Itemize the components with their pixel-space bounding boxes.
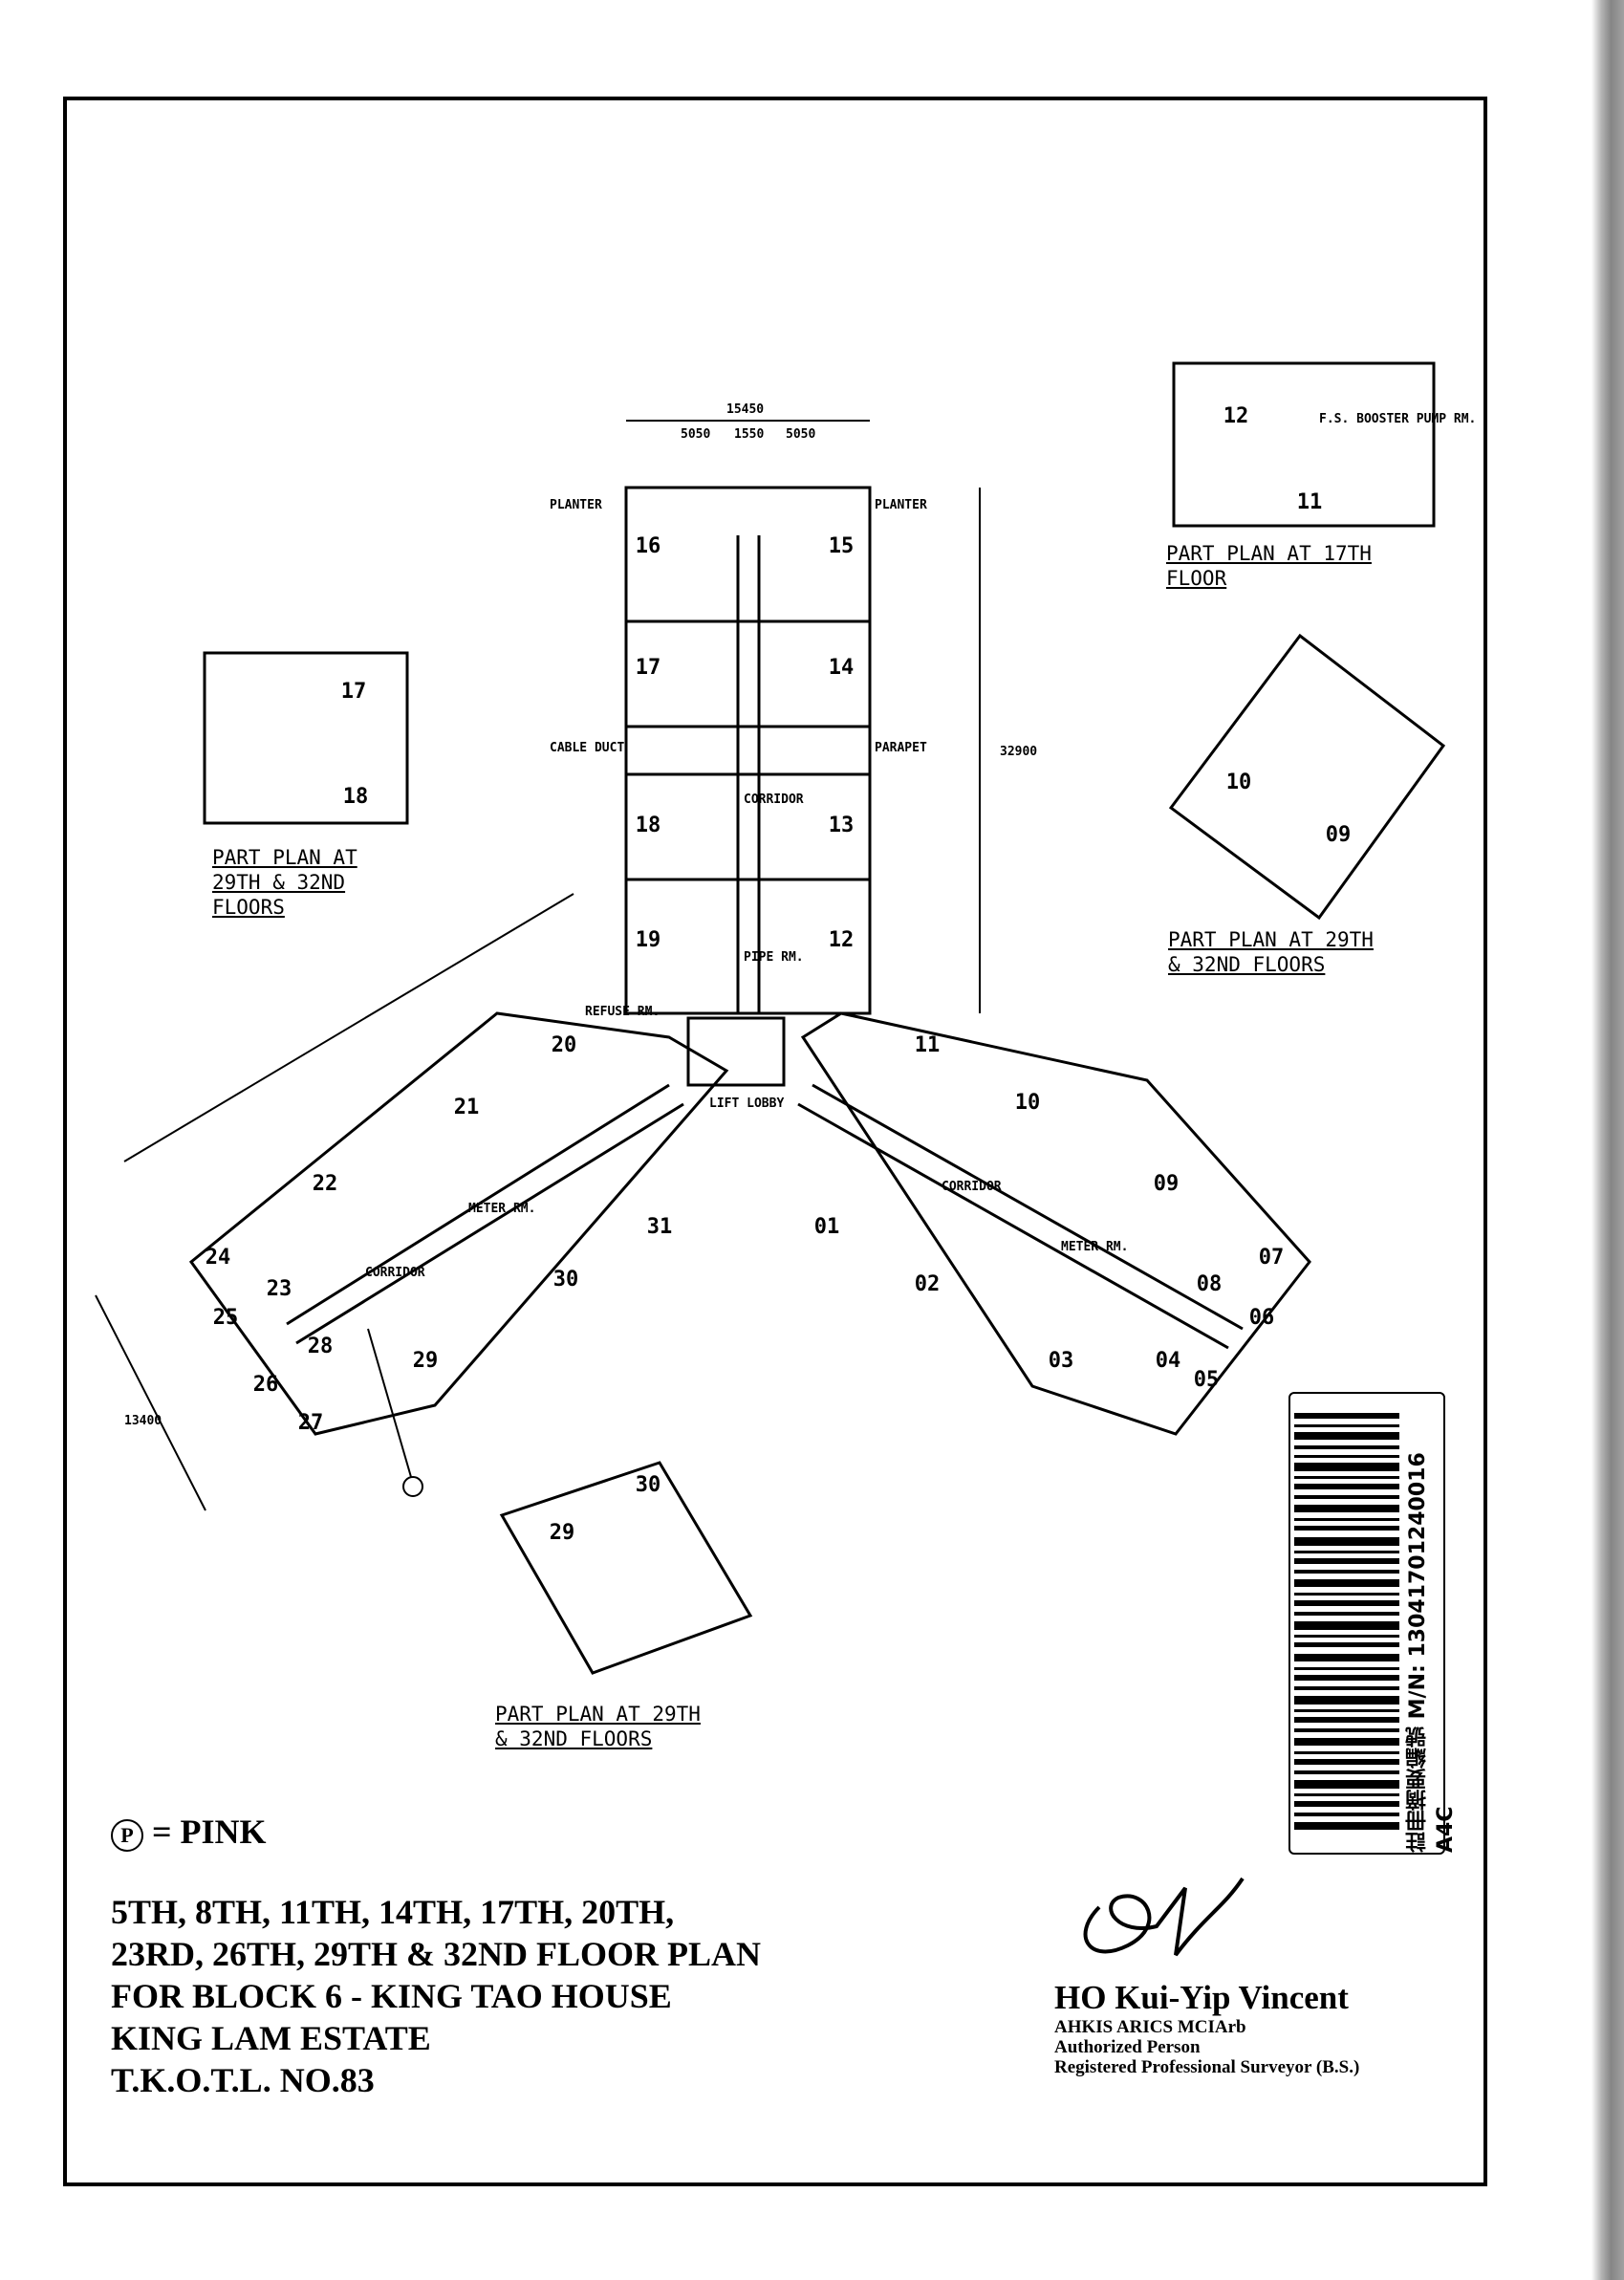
unit-28: 28	[308, 1335, 334, 1358]
legend: P = PINK	[111, 1812, 267, 1852]
unit-20: 20	[552, 1033, 577, 1057]
inset-bottom-unit-30: 30	[636, 1473, 661, 1497]
unit-19: 19	[636, 928, 661, 952]
unit-21: 21	[454, 1096, 480, 1119]
signer-role-1: Authorized Person	[1054, 2037, 1201, 2057]
caption-part29-bottom: PART PLAN AT 29TH & 32ND FLOORS	[495, 1703, 701, 1750]
inset-right-unit-09: 09	[1326, 823, 1352, 847]
unit-30: 30	[553, 1268, 579, 1292]
east-corridor	[812, 1083, 1244, 1331]
unit-27: 27	[298, 1411, 324, 1435]
dim-13400: 13400	[124, 1414, 162, 1428]
unit-05: 05	[1194, 1368, 1220, 1392]
title-line-4: KING LAM ESTATE	[111, 2019, 431, 2057]
dim-1550: 1550	[734, 427, 764, 442]
title-line-1: 5TH, 8TH, 11TH, 14TH, 17TH, 20TH,	[111, 1893, 675, 1931]
unit-15: 15	[829, 534, 855, 558]
west-corridor	[286, 1083, 670, 1326]
label-meter-rm-west: METER RM.	[468, 1202, 535, 1216]
dim-5050-left: 5050	[681, 427, 710, 442]
inset-right-frame	[1168, 633, 1446, 921]
unit-22: 22	[313, 1172, 338, 1196]
unit-24: 24	[206, 1246, 231, 1270]
signer-block: HO Kui-Yip Vincent AHKIS ARICS MCIArb Au…	[1054, 1979, 1359, 2077]
west-wing-outline	[188, 1011, 729, 1436]
unit-14: 14	[829, 656, 855, 680]
unit-10: 10	[1015, 1091, 1041, 1115]
unit-09: 09	[1154, 1172, 1180, 1196]
inset-left-frame	[203, 651, 409, 825]
title-line-5: T.K.O.T.L. NO.83	[111, 2061, 375, 2099]
unit-26: 26	[253, 1373, 279, 1397]
unit-08: 08	[1197, 1272, 1223, 1296]
unit-31: 31	[647, 1215, 673, 1239]
inset-left-unit-18: 18	[343, 785, 369, 809]
inset-bottom-frame	[499, 1461, 753, 1675]
label-corridor-north: CORRIDOR	[744, 793, 804, 807]
caption-part29-left: PART PLAN AT 29TH & 32ND FLOORS	[212, 846, 357, 919]
label-planter-north-left: PLANTER	[550, 498, 602, 512]
unit-13: 13	[829, 814, 855, 837]
barcode-text: 註冊摘要編號 M/N: 13041701240016 A4C	[1406, 1452, 1458, 1853]
legend-label: = PINK	[152, 1813, 267, 1851]
drawing-border	[63, 97, 1487, 2186]
caption-part17: PART PLAN AT 17TH FLOOR	[1166, 542, 1372, 590]
title-line-3: FOR BLOCK 6 - KING TAO HOUSE	[111, 1977, 672, 2015]
unit-02: 02	[915, 1272, 941, 1296]
unit-25: 25	[213, 1306, 239, 1330]
inset-right-unit-10: 10	[1226, 771, 1252, 794]
unit-16: 16	[636, 534, 661, 558]
unit-06: 06	[1249, 1306, 1275, 1330]
unit-01: 01	[814, 1215, 840, 1239]
unit-11: 11	[915, 1033, 941, 1057]
label-refuse-rm: REFUSE RM.	[585, 1005, 660, 1019]
label-pipe-rm: PIPE RM.	[744, 950, 804, 965]
label-parapet: PARAPET	[875, 741, 927, 755]
drawing-title: 5TH, 8TH, 11TH, 14TH, 17TH, 20TH, 23RD, …	[111, 1891, 761, 2101]
label-lift-lobby: LIFT LOBBY	[709, 1097, 784, 1111]
inset-17th-frame	[1172, 361, 1436, 528]
label-planter-north-right: PLANTER	[875, 498, 927, 512]
scan-edge	[1592, 0, 1624, 2280]
pink-symbol: P	[111, 1818, 143, 1852]
label-cable-duct: CABLE DUCT	[550, 741, 624, 755]
signer-quals: AHKIS ARICS MCIArb	[1054, 2017, 1246, 2037]
unit-03: 03	[1049, 1349, 1074, 1373]
barcode-bars	[1294, 1413, 1399, 1830]
title-line-2: 23RD, 26TH, 29TH & 32ND FLOOR PLAN	[111, 1935, 762, 1973]
unit-04: 04	[1156, 1349, 1181, 1373]
inset-bottom-unit-29: 29	[550, 1521, 575, 1545]
caption-part29-right: PART PLAN AT 29TH & 32ND FLOORS	[1168, 928, 1374, 976]
inset17-unit-11: 11	[1297, 490, 1323, 514]
registration-barcode: 註冊摘要編號 M/N: 13041701240016 A4C	[1288, 1392, 1458, 1855]
label-booster: F.S. BOOSTER PUMP RM.	[1319, 412, 1476, 426]
north-wing-outline	[624, 486, 872, 1015]
east-wing-outline	[800, 1011, 1311, 1436]
unit-23: 23	[267, 1277, 292, 1301]
unit-29: 29	[413, 1349, 439, 1373]
unit-17: 17	[636, 656, 661, 680]
inset17-unit-12: 12	[1223, 404, 1249, 428]
signer-role-2: Registered Professional Surveyor (B.S.)	[1054, 2057, 1360, 2077]
signature-image	[1083, 1877, 1245, 1957]
lift-lobby	[686, 1016, 786, 1087]
unit-18: 18	[636, 814, 661, 837]
dim-total-width: 15450	[726, 402, 764, 417]
label-meter-rm-east: METER RM.	[1061, 1240, 1128, 1254]
unit-07: 07	[1259, 1246, 1285, 1270]
dim-5050-right: 5050	[786, 427, 815, 442]
label-corridor-west: CORRIDOR	[365, 1266, 425, 1280]
dim-32900: 32900	[1000, 745, 1037, 759]
pink-marker	[402, 1476, 423, 1497]
unit-12: 12	[829, 928, 855, 952]
inset-left-unit-17: 17	[341, 680, 367, 704]
signer-name: HO Kui-Yip Vincent	[1054, 1979, 1349, 2016]
label-corridor-east: CORRIDOR	[942, 1180, 1002, 1194]
